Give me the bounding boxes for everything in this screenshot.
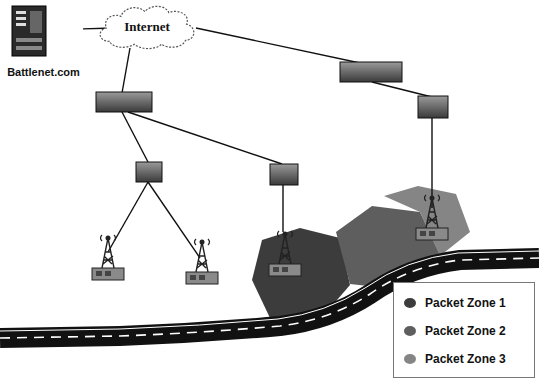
legend-entry: Packet Zone 2 <box>404 317 528 345</box>
node-label: Internet <box>124 19 170 35</box>
server-node: Battlenet.com <box>4 4 83 78</box>
network-link <box>83 28 105 30</box>
legend-swatch <box>404 326 416 336</box>
legend-label: Packet Zone 3 <box>425 352 506 366</box>
cell-tower <box>92 195 448 284</box>
router <box>96 62 448 185</box>
legend-label: Packet Zone 1 <box>425 296 506 310</box>
legend-swatch <box>404 298 416 308</box>
node-label: Battlenet.com <box>7 66 80 78</box>
legend-entry: Packet Zone 1 <box>404 289 528 317</box>
legend-label: Packet Zone 2 <box>425 324 506 338</box>
network-link <box>108 28 432 258</box>
server-icon <box>12 6 46 56</box>
legend-box: Packet Zone 1 Packet Zone 2 Packet Zone 3 <box>393 282 535 378</box>
legend-entry: Packet Zone 3 <box>404 345 528 373</box>
legend-swatch <box>404 354 416 364</box>
internet-cloud: Internet <box>95 3 199 51</box>
